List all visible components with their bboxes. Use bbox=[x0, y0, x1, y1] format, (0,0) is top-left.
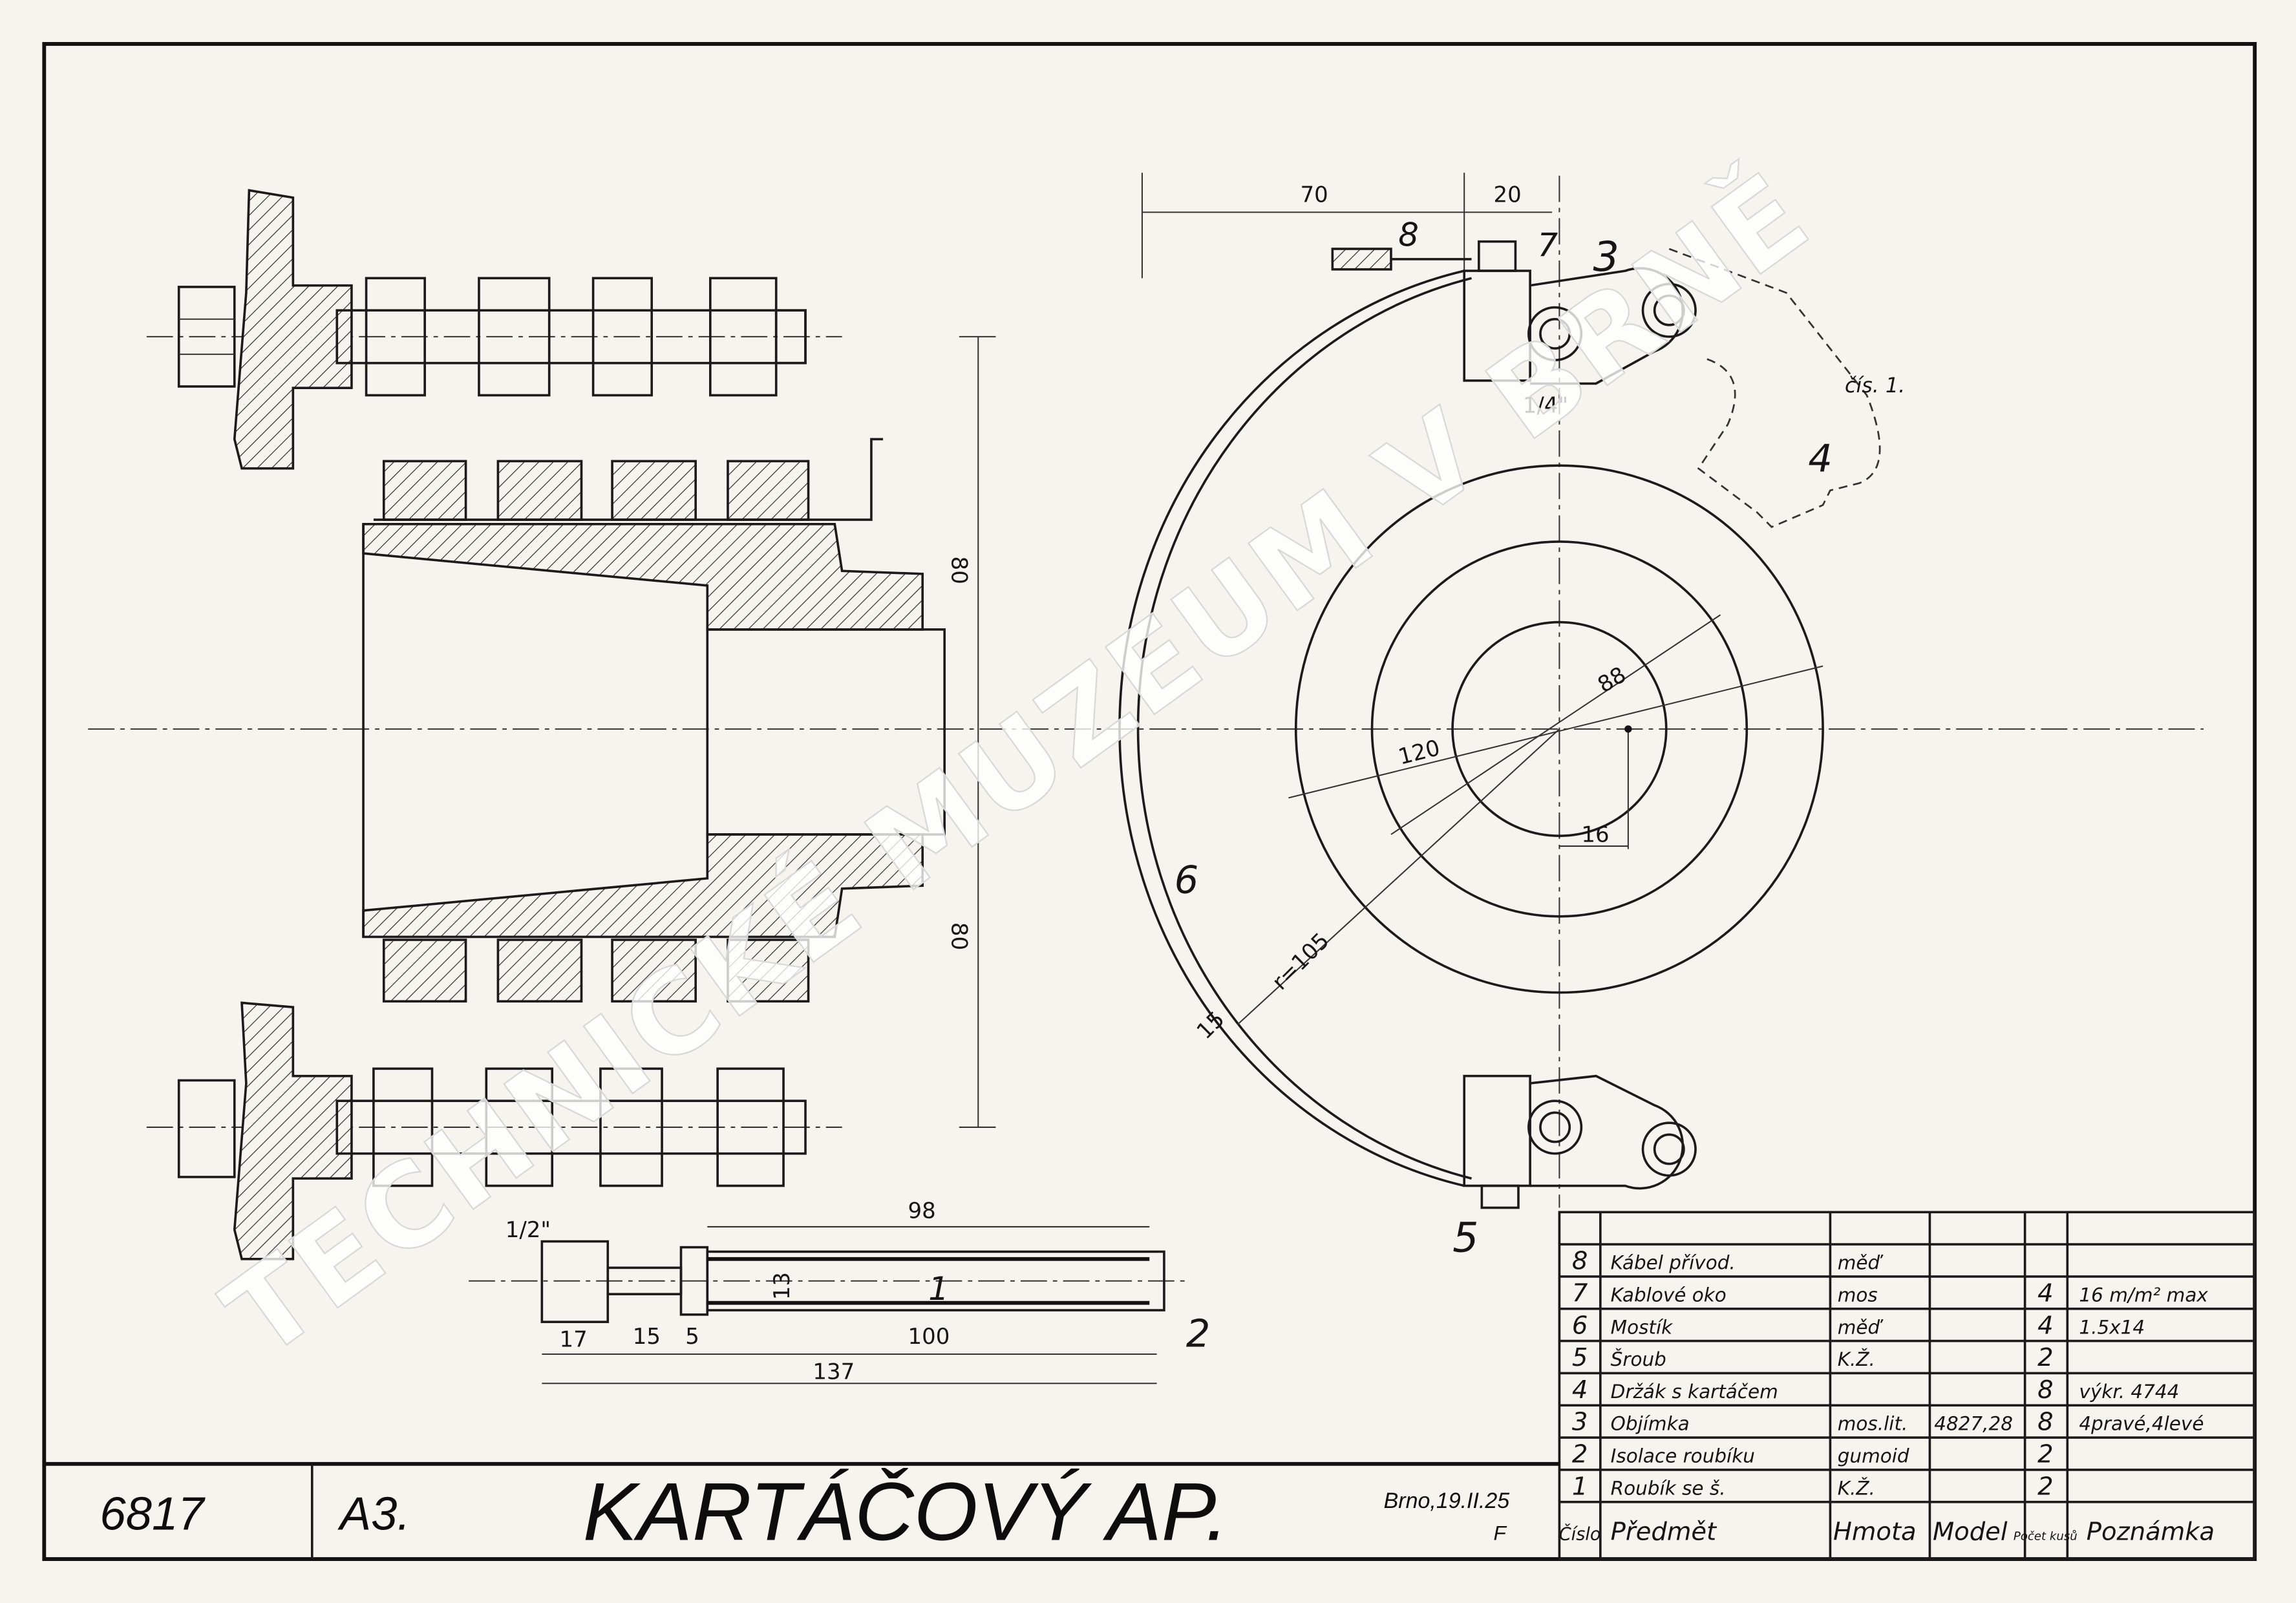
parts-cell-material: gumoid bbox=[1838, 1445, 1909, 1467]
parts-cell-qty: 4 bbox=[2037, 1279, 2054, 1308]
parts-cell-qty: 8 bbox=[2037, 1375, 2054, 1405]
parts-cell-item: Kablové oko bbox=[1611, 1284, 1727, 1306]
top-bolt-assembly bbox=[177, 189, 807, 470]
dim-15: 15 bbox=[633, 1324, 661, 1350]
parts-cell-item: Držák s kartáčem bbox=[1611, 1381, 1778, 1403]
parts-cell-no: 2 bbox=[1572, 1440, 1588, 1469]
dim-98: 98 bbox=[908, 1198, 936, 1224]
brush-blocks bbox=[373, 438, 884, 1003]
dim-r105: r=105 bbox=[1267, 928, 1334, 995]
dim-88: 88 bbox=[1593, 662, 1630, 698]
parts-cell-qty: 2 bbox=[2037, 1472, 2054, 1501]
parts-cell-qty: 8 bbox=[2037, 1408, 2054, 1437]
dim-137: 137 bbox=[813, 1359, 855, 1385]
parts-header-2: Hmota bbox=[1833, 1518, 1917, 1547]
end-view: 88 120 16 r=105 15 6 70 20 8 7 3 1/4" čí… bbox=[1118, 173, 1905, 1261]
parts-cell-item: Kábel přívod. bbox=[1611, 1252, 1736, 1274]
parts-cell-qty: 2 bbox=[2037, 1440, 2054, 1469]
sheet-border bbox=[42, 42, 2257, 1561]
parts-cell-material: K.Ž. bbox=[1838, 1476, 1875, 1499]
dim-thread: 1/2" bbox=[505, 1217, 551, 1243]
place-date: Brno,19.II.25 bbox=[1384, 1489, 1510, 1513]
parts-cell-item: Roubík se š. bbox=[1611, 1477, 1726, 1499]
parts-cell-note: výkr. 4744 bbox=[2079, 1381, 2179, 1403]
parts-cell-no: 1 bbox=[1572, 1472, 1588, 1501]
drawing-format: A3. bbox=[337, 1488, 410, 1540]
commutator-section bbox=[362, 523, 946, 939]
dim-70: 70 bbox=[1301, 182, 1328, 208]
dim-17: 17 bbox=[560, 1327, 588, 1353]
parts-cell-material: měď bbox=[1838, 1252, 1884, 1274]
parts-table: 8 Kábel přívod. měď 7 Kablové oko mos 4 16 m/m²… bbox=[1558, 1211, 2257, 1560]
parts-cell-item: Isolace roubíku bbox=[1611, 1445, 1755, 1467]
parts-header-5: Poznámka bbox=[2087, 1518, 2215, 1547]
dim-80-top: 80 bbox=[946, 557, 972, 584]
bottom-bolt-assembly bbox=[177, 1001, 807, 1260]
parts-cell-no: 7 bbox=[1572, 1279, 1588, 1308]
parts-cell-note: 4pravé,4levé bbox=[2079, 1413, 2204, 1435]
callout-1: 1 bbox=[928, 1270, 949, 1308]
parts-cell-item: Objímka bbox=[1611, 1413, 1690, 1435]
parts-cell-material: K.Ž. bbox=[1838, 1348, 1875, 1370]
callout-6: 6 bbox=[1175, 858, 1198, 902]
parts-cell-material: měď bbox=[1838, 1316, 1884, 1338]
dim-120: 120 bbox=[1396, 735, 1443, 770]
parts-header-1: Předmět bbox=[1611, 1518, 1717, 1547]
drawing-number: 6817 bbox=[100, 1488, 206, 1540]
parts-cell-note: 16 m/m² max bbox=[2079, 1284, 2208, 1306]
dim-13: 13 bbox=[769, 1272, 795, 1300]
dim-15-band: 15 bbox=[1192, 1006, 1230, 1045]
parts-cell-qty: 2 bbox=[2037, 1343, 2054, 1372]
parts-cell-material: mos.lit. bbox=[1838, 1413, 1908, 1435]
title-block: 6817 A3. KARTÁČOVÝ AP. Brno,19.II.25 F bbox=[44, 1461, 1560, 1560]
dim-5: 5 bbox=[685, 1324, 699, 1350]
parts-header-4: Počet kusů bbox=[2014, 1530, 2078, 1544]
dimension-80-80: 80 80 bbox=[946, 335, 996, 1128]
callout-2: 2 bbox=[1186, 1311, 1210, 1356]
drawing-title: KARTÁČOVÝ AP. bbox=[583, 1466, 1229, 1558]
callout-5: 5 bbox=[1452, 1213, 1478, 1261]
callout-4: 4 bbox=[1808, 436, 1832, 480]
parts-cell-no: 4 bbox=[1572, 1375, 1588, 1405]
parts-cell-qty: 4 bbox=[2037, 1311, 2054, 1340]
dim-16: 16 bbox=[1581, 822, 1609, 847]
parts-header-3: Model bbox=[1933, 1518, 2008, 1547]
parts-cell-no: 3 bbox=[1572, 1408, 1588, 1437]
parts-cell-item: Šroub bbox=[1611, 1347, 1666, 1370]
museum-watermark: TECHNICKÉ MUZEUM V BRNĚ bbox=[202, 147, 1834, 1383]
parts-cell-no: 6 bbox=[1572, 1311, 1588, 1340]
signature: F bbox=[1494, 1522, 1507, 1545]
callout-7: 7 bbox=[1537, 226, 1558, 264]
dim-80-bottom: 80 bbox=[946, 922, 972, 950]
parts-cell-material: mos bbox=[1838, 1284, 1878, 1306]
parts-cell-model: 4827,28 bbox=[1934, 1413, 2013, 1435]
parts-header-0: Číslo bbox=[1559, 1523, 1601, 1545]
parts-cell-no: 8 bbox=[1572, 1247, 1588, 1276]
callout-3: 3 bbox=[1593, 233, 1619, 281]
parts-cell-note: 1.5x14 bbox=[2079, 1316, 2145, 1338]
dim-quarter: 1/4" bbox=[1523, 393, 1568, 419]
parts-cell-no: 5 bbox=[1572, 1343, 1588, 1372]
dim-20: 20 bbox=[1494, 182, 1522, 208]
callout-cis-1: čís. 1. bbox=[1845, 374, 1905, 398]
parts-cell-item: Mostík bbox=[1611, 1316, 1674, 1338]
dim-100: 100 bbox=[908, 1324, 950, 1350]
pin-detail: 98 13 1 2 1/2" 17 15 5 100 137 bbox=[505, 1198, 1211, 1385]
callout-8: 8 bbox=[1398, 216, 1419, 253]
